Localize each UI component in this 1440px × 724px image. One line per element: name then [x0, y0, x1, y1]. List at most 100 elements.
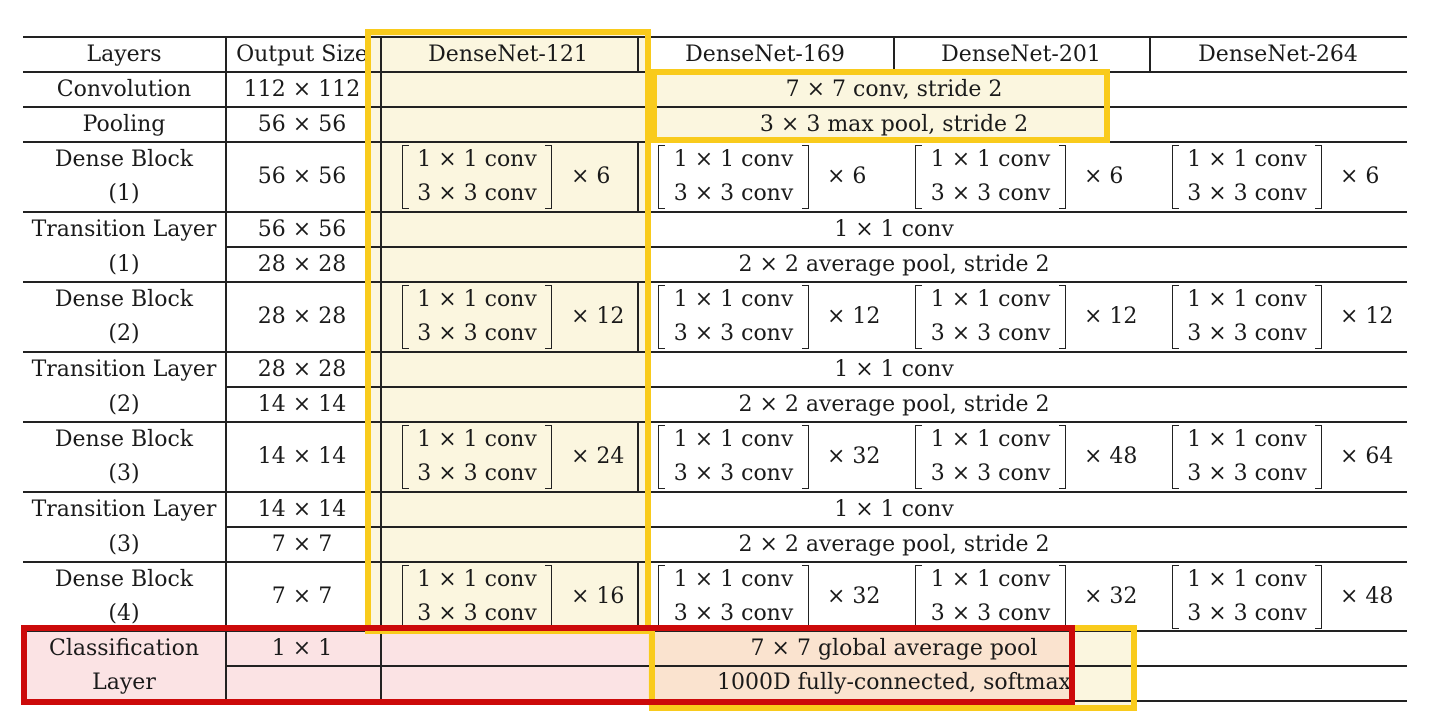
conv-3x3-label: 3 × 3 conv: [417, 181, 537, 206]
left-bracket: [658, 565, 665, 629]
transition-pool-spec: 2 × 2 average pool, stride 2: [738, 392, 1050, 417]
repeat-count: × 64: [1340, 444, 1394, 469]
right-bracket: [802, 145, 809, 209]
layer-name: Dense Block: [54, 287, 194, 312]
transition-conv-spec: 1 × 1 conv: [834, 497, 954, 522]
right-bracket: [1059, 285, 1066, 349]
fully-connected-spec: 1000D fully-connected, softmax: [717, 670, 1071, 695]
conv-3x3-label: 3 × 3 conv: [673, 181, 794, 206]
column-divider: [637, 141, 639, 211]
layer-classification-suffix: Layer: [92, 670, 156, 695]
row-rule: [23, 491, 1407, 493]
right-bracket: [1059, 425, 1066, 489]
table-top-rule: [23, 36, 1407, 38]
column-divider: [637, 561, 639, 631]
left-bracket: [402, 285, 409, 349]
column-divider: [893, 36, 895, 72]
conv-3x3-label: 3 × 3 conv: [1187, 181, 1307, 206]
conv-3x3-label: 3 × 3 conv: [673, 461, 794, 486]
conv-1x1-label: 1 × 1 conv: [673, 147, 794, 172]
conv-1x1-label: 1 × 1 conv: [417, 427, 537, 452]
layer-name: Dense Block: [54, 147, 194, 172]
repeat-count: × 6: [1084, 164, 1124, 189]
layer-index: (2): [108, 321, 140, 346]
column-divider: [637, 281, 639, 351]
header-output-size: Output Size: [236, 42, 368, 67]
conv-1x1-label: 1 × 1 conv: [930, 427, 1051, 452]
right-bracket: [1059, 145, 1066, 209]
conv-3x3-label: 3 × 3 conv: [1187, 321, 1307, 346]
conv-1x1-label: 1 × 1 conv: [417, 567, 537, 592]
shared-stem-highlight-fill: [655, 72, 1106, 139]
repeat-count: × 12: [827, 304, 881, 329]
pooling-spec: 3 × 3 max pool, stride 2: [759, 112, 1029, 137]
repeat-count: × 16: [571, 584, 625, 609]
left-bracket: [1172, 145, 1179, 209]
row-rule: [23, 421, 1407, 423]
conv-1x1-label: 1 × 1 conv: [417, 287, 537, 312]
left-bracket: [658, 285, 665, 349]
layer-convolution: Convolution: [56, 77, 192, 102]
output-size-cell: 56 × 56: [257, 164, 347, 189]
right-bracket: [802, 565, 809, 629]
conv-3x3-label: 3 × 3 conv: [1187, 601, 1307, 626]
output-size-cell: 28 × 28: [257, 304, 347, 329]
conv-3x3-label: 3 × 3 conv: [417, 461, 537, 486]
row-rule: [226, 665, 1407, 667]
output-size-cell: 112 × 112: [243, 77, 361, 102]
conv-3x3-label: 3 × 3 conv: [930, 461, 1051, 486]
densenet121-column-highlight-fill: [368, 32, 648, 630]
row-rule: [226, 386, 1407, 388]
conv-1x1-label: 1 × 1 conv: [930, 147, 1051, 172]
right-bracket: [1315, 565, 1322, 629]
row-rule: [23, 281, 1407, 283]
row-rule: [226, 246, 1407, 248]
left-bracket: [1172, 565, 1179, 629]
right-bracket: [1315, 285, 1322, 349]
left-bracket: [1172, 425, 1179, 489]
layer-classification: Classification: [48, 636, 200, 661]
header-layers: Layers: [86, 42, 162, 67]
conv-3x3-label: 3 × 3 conv: [417, 601, 537, 626]
conv-3x3-label: 3 × 3 conv: [673, 321, 794, 346]
left-bracket: [658, 145, 665, 209]
row-rule: [23, 351, 1407, 353]
conv-3x3-label: 3 × 3 conv: [417, 321, 537, 346]
layer-index: (2): [108, 392, 140, 417]
left-bracket: [1172, 285, 1179, 349]
conv-1x1-label: 1 × 1 conv: [673, 427, 794, 452]
row-rule: [23, 211, 1407, 213]
repeat-count: × 48: [1084, 444, 1138, 469]
left-bracket: [402, 145, 409, 209]
column-divider: [1149, 36, 1151, 72]
shared-stem-highlight: [651, 69, 1110, 143]
layer-index: (3): [108, 461, 140, 486]
repeat-count: × 24: [571, 444, 625, 469]
output-size-cell: 7 × 7: [271, 584, 333, 609]
left-bracket: [915, 425, 922, 489]
right-bracket: [545, 425, 552, 489]
convolution-spec: 7 × 7 conv, stride 2: [785, 77, 1003, 102]
conv-3x3-label: 3 × 3 conv: [673, 601, 794, 626]
output-size-cell: 1 × 1: [271, 636, 333, 661]
header-densenet-169: DenseNet-169: [685, 42, 845, 67]
repeat-count: × 32: [827, 444, 881, 469]
layer-name: Dense Block: [54, 427, 194, 452]
layer-name: Dense Block: [54, 567, 194, 592]
conv-1x1-label: 1 × 1 conv: [673, 287, 794, 312]
conv-3x3-label: 3 × 3 conv: [930, 321, 1051, 346]
right-bracket: [1059, 565, 1066, 629]
transition-conv-spec: 1 × 1 conv: [834, 357, 954, 382]
conv-3x3-label: 3 × 3 conv: [930, 181, 1051, 206]
repeat-count: × 12: [1084, 304, 1138, 329]
output-size-cell: 28 × 28: [257, 252, 347, 277]
conv-1x1-label: 1 × 1 conv: [1187, 287, 1307, 312]
header-densenet-121: DenseNet-121: [428, 42, 588, 67]
conv-1x1-label: 1 × 1 conv: [673, 567, 794, 592]
right-bracket: [545, 285, 552, 349]
classification-row-highlight: [21, 625, 1075, 705]
repeat-count: × 6: [827, 164, 867, 189]
column-divider: [380, 36, 382, 701]
repeat-count: × 12: [1340, 304, 1394, 329]
right-bracket: [802, 285, 809, 349]
